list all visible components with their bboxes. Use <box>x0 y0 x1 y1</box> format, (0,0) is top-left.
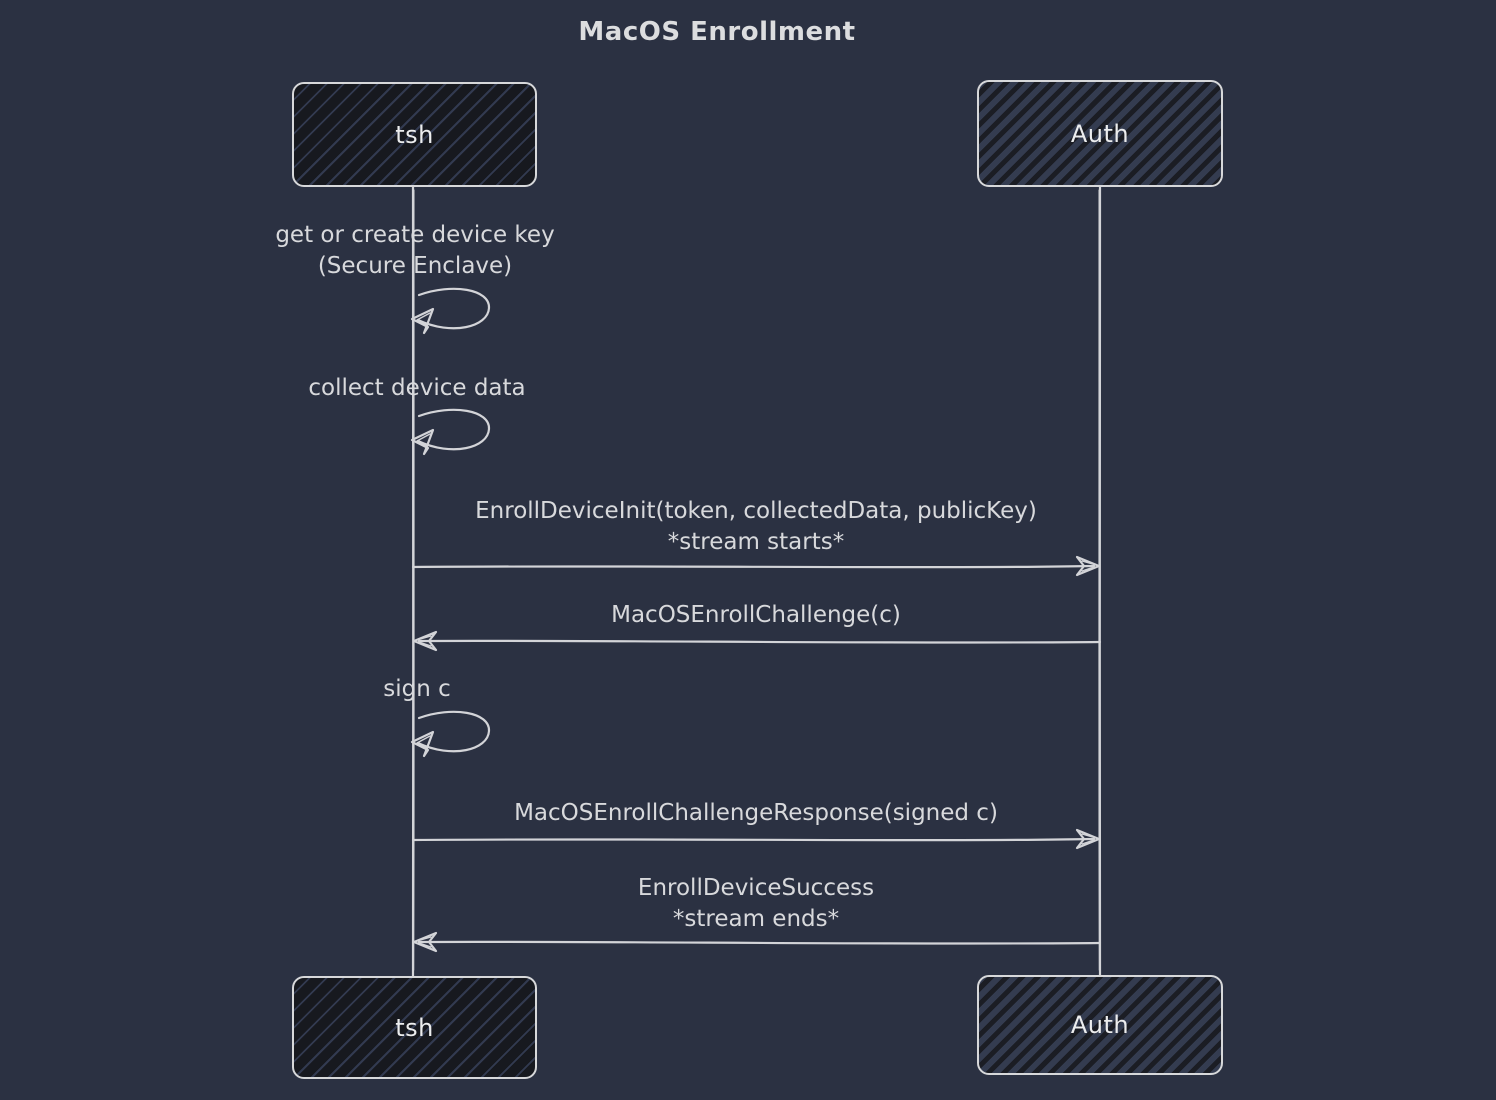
arrow-challenge-response <box>411 828 1101 850</box>
message-enroll-device-init-line2: *stream starts* <box>667 529 845 555</box>
lifeline-auth <box>1098 185 1102 977</box>
self-message-device-key-label: get or create device key (Secure Enclave… <box>275 220 554 282</box>
message-enroll-success-line2: *stream ends* <box>672 906 840 932</box>
message-enroll-challenge-line1: MacOSEnrollChallenge(c) <box>611 602 901 628</box>
actor-auth-bottom: Auth <box>977 975 1223 1075</box>
arrow-enroll-device-success <box>412 931 1102 953</box>
message-enroll-challenge-label: MacOSEnrollChallenge(c) <box>611 600 901 631</box>
message-challenge-response-label: MacOSEnrollChallengeResponse(signed c) <box>514 798 998 829</box>
actor-auth-top: Auth <box>977 80 1223 187</box>
arrow-macos-enroll-challenge <box>412 630 1102 652</box>
actor-auth-top-label: Auth <box>1070 119 1130 148</box>
message-enroll-device-init-line1: EnrollDeviceInit(token, collectedData, p… <box>475 498 1037 524</box>
self-message-collect-data-line1: collect device data <box>308 375 526 401</box>
message-enroll-success-label: EnrollDeviceSuccess *stream ends* <box>638 873 874 935</box>
lifeline-tsh <box>411 185 415 978</box>
actor-tsh-bottom: tsh <box>292 976 537 1079</box>
message-enroll-device-init-label: EnrollDeviceInit(token, collectedData, p… <box>475 496 1037 558</box>
message-challenge-response-line1: MacOSEnrollChallengeResponse(signed c) <box>514 800 998 826</box>
diagram-title: MacOS Enrollment <box>578 17 856 47</box>
self-message-device-key-line2: (Secure Enclave) <box>317 253 513 279</box>
self-message-collect-data-label: collect device data <box>308 373 525 404</box>
arrow-enroll-device-init <box>411 555 1101 577</box>
self-loop-sign-c <box>410 710 491 758</box>
message-enroll-success-line1: EnrollDeviceSuccess <box>637 875 875 901</box>
self-message-device-key-line1: get or create device key <box>275 222 555 248</box>
self-message-sign-c-line1: sign c <box>383 676 451 702</box>
self-message-sign-c-label: sign c <box>383 674 451 705</box>
self-loop-collect-data <box>410 408 491 456</box>
actor-tsh-top-label: tsh <box>395 120 434 149</box>
actor-auth-bottom-label: Auth <box>1070 1011 1130 1039</box>
self-loop-device-key <box>410 287 491 335</box>
actor-tsh-bottom-label: tsh <box>395 1013 434 1042</box>
actor-tsh-top: tsh <box>292 82 537 187</box>
